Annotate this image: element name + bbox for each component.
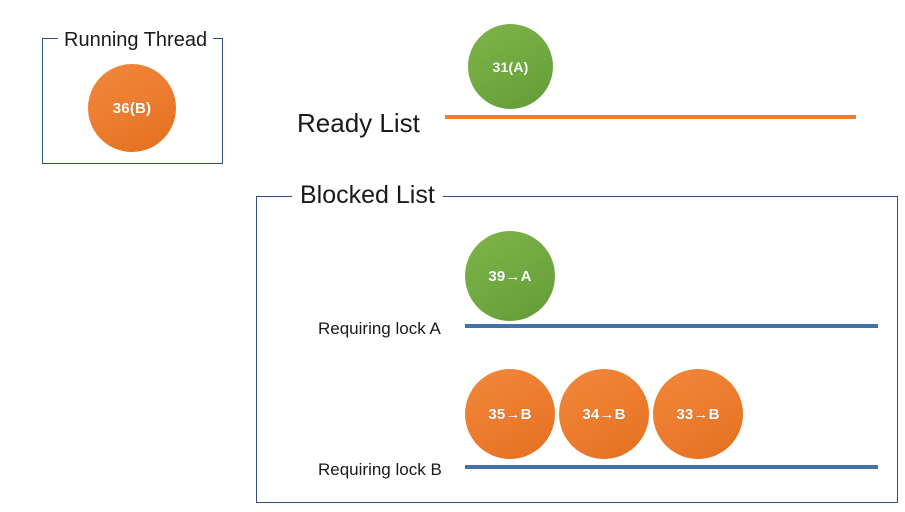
ready-list-label: Ready List [297, 108, 420, 138]
thread-node-label: 33→B [676, 405, 720, 423]
thread-node-label: 31(A) [492, 58, 529, 75]
thread-node-label: 39→A [488, 267, 532, 285]
thread-node-blocked-33b[interactable]: 33→B [653, 369, 743, 459]
thread-node-ready-31a[interactable]: 31(A) [468, 24, 553, 109]
requiring-lock-b-label: Requiring lock B [318, 460, 442, 479]
blocked-list-title: Blocked List [292, 183, 443, 208]
ready-list-baseline [445, 115, 856, 119]
requiring-lock-b-baseline [465, 465, 878, 469]
requiring-lock-a-baseline [465, 324, 878, 328]
thread-node-blocked-34b[interactable]: 34→B [559, 369, 649, 459]
thread-node-blocked-39a[interactable]: 39→A [465, 231, 555, 321]
running-thread-title: Running Thread [58, 30, 214, 50]
blocked-list-box [256, 196, 898, 503]
thread-node-running-36b[interactable]: 36(B) [88, 64, 176, 152]
thread-node-label: 34→B [582, 405, 626, 423]
thread-node-blocked-35b[interactable]: 35→B [465, 369, 555, 459]
requiring-lock-a-label: Requiring lock A [318, 319, 441, 338]
thread-node-label: 36(B) [112, 99, 152, 117]
thread-node-label: 35→B [488, 405, 532, 423]
